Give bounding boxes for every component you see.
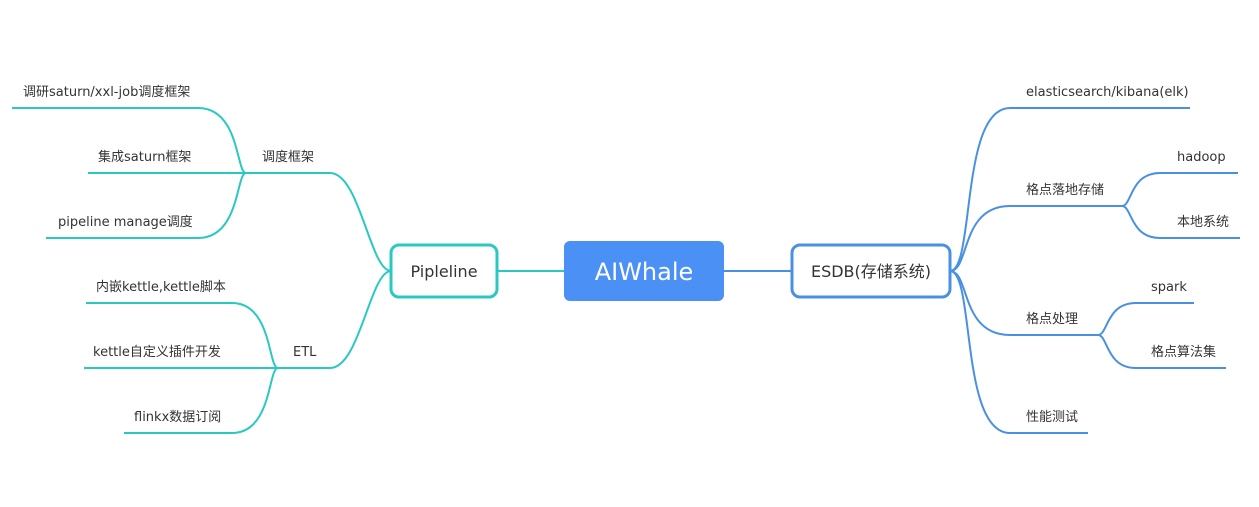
- pipeline-node[interactable]: Pipleline: [389, 243, 499, 299]
- processing-child-1[interactable]: 格点算法集: [1151, 344, 1216, 360]
- etl-item-1[interactable]: kettle自定义插件开发: [93, 344, 221, 360]
- root-node-box: [564, 241, 724, 301]
- etl-item-2[interactable]: flinkx数据订阅: [134, 410, 221, 425]
- pipeline-to-schedule-connector: [246, 172, 392, 272]
- schedule-item-0[interactable]: 调研saturn/xxl-job调度框架: [23, 84, 190, 100]
- schedule-to-item-2-connector: [46, 172, 247, 239]
- storage-child-0[interactable]: hadoop: [1177, 150, 1226, 165]
- etl-to-item-0-connector: [86, 302, 279, 369]
- pipeline-node-box: [389, 243, 499, 299]
- pipeline-to-etl-connector: [278, 270, 392, 369]
- storage-to-local-connector: [1121, 205, 1240, 239]
- left-connectors: [12, 107, 392, 434]
- esdb-to-item-0-connector: [949, 107, 1190, 272]
- storage-to-hadoop-connector: [1121, 172, 1238, 207]
- schedule-group-label[interactable]: 调度框架: [262, 149, 314, 165]
- etl-group-label[interactable]: ETL: [293, 345, 317, 360]
- root-node-label: AIWhale: [595, 258, 694, 286]
- pipeline-node-label: Pipleline: [410, 262, 477, 281]
- esdb-node-box: [790, 243, 952, 299]
- storage-child-1[interactable]: 本地系统: [1177, 215, 1229, 230]
- root-node[interactable]: AIWhale: [564, 241, 724, 301]
- esdb-node-label: ESDB(存储系统): [811, 262, 931, 281]
- schedule-item-2[interactable]: pipeline manage调度: [58, 214, 193, 230]
- schedule-to-item-0-connector: [12, 107, 247, 174]
- esdb-node[interactable]: ESDB(存储系统): [790, 243, 952, 299]
- esdb-to-item-3-connector: [949, 270, 1088, 434]
- processing-to-spark-connector: [1097, 302, 1194, 336]
- esdb-item-1[interactable]: 格点落地存储: [1026, 182, 1104, 198]
- processing-child-0[interactable]: spark: [1151, 280, 1187, 295]
- esdb-item-2[interactable]: 格点处理: [1026, 311, 1078, 327]
- etl-item-0[interactable]: 内嵌kettle,kettle脚本: [96, 279, 226, 295]
- schedule-item-1[interactable]: 集成saturn框架: [98, 149, 191, 165]
- esdb-item-0[interactable]: elasticsearch/kibana(elk): [1026, 85, 1189, 100]
- esdb-to-item-1-connector: [949, 205, 1122, 272]
- etl-to-item-2-connector: [124, 367, 279, 434]
- right-connectors: [949, 107, 1240, 434]
- processing-to-algo-connector: [1097, 334, 1226, 369]
- esdb-item-3[interactable]: 性能测试: [1026, 410, 1078, 425]
